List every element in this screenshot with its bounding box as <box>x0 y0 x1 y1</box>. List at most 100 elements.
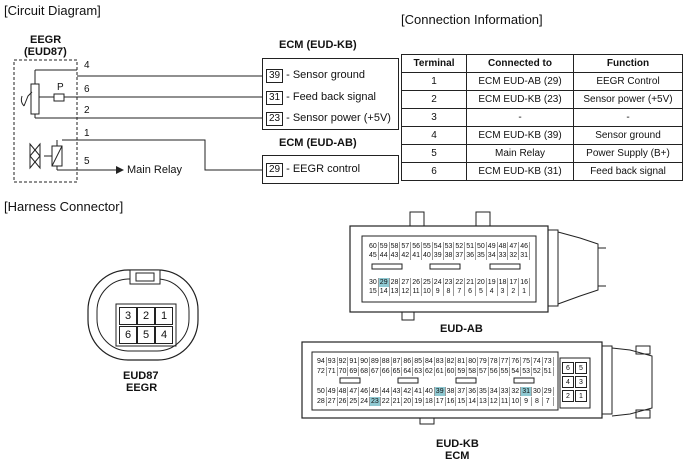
eud-ab-pin-12: 12 <box>401 287 412 296</box>
eud87-pin: 4 <box>155 326 173 344</box>
eud-ab-pin-5: 5 <box>476 287 487 296</box>
p-label: P <box>57 82 64 93</box>
eud-kb-pin-13: 13 <box>479 397 489 406</box>
eud-ab-pin-25: 25 <box>423 278 433 287</box>
eud-kb-pin-34: 34 <box>489 387 500 396</box>
eud-ab-pin-56: 56 <box>412 242 422 251</box>
table-row: 3-- <box>401 108 683 127</box>
eud-kb-pin-64: 64 <box>403 367 414 376</box>
eud-ab-pin-23: 23 <box>444 278 455 287</box>
eud-kb-side-pin-3: 3 <box>575 376 587 388</box>
eud-ab-pin-7: 7 <box>454 287 466 296</box>
eud-kb-pin-32: 32 <box>511 387 522 396</box>
eud-kb-pin-89: 89 <box>371 357 381 366</box>
eud-kb-pin-65: 65 <box>392 367 403 376</box>
eud-kb-pin-30: 30 <box>533 387 543 396</box>
eud-ab-pin-10: 10 <box>423 287 433 296</box>
eud-ab-pin-59: 59 <box>379 242 390 251</box>
eud-kb-pin-76: 76 <box>511 357 522 366</box>
eud-kb-pin-90: 90 <box>360 357 370 366</box>
eud-kb-pin-43: 43 <box>392 387 403 396</box>
eud-ab-pin-52: 52 <box>455 242 466 251</box>
eud-kb-pin-36: 36 <box>468 387 478 396</box>
eud-kb-pin-60: 60 <box>446 367 457 376</box>
eud-kb-pin-53: 53 <box>522 367 532 376</box>
eud-kb-pin-56: 56 <box>489 367 500 376</box>
eud-ab-pin-51: 51 <box>466 242 476 251</box>
eud-ab-pin-38: 38 <box>444 251 455 260</box>
eud-ab-pin-57: 57 <box>401 242 412 251</box>
eud-kb-pin-10: 10 <box>511 397 522 406</box>
ecm-ab-row-29: 29- EEGR control <box>266 163 360 177</box>
eud-ab-pin-27: 27 <box>401 278 412 287</box>
eud-kb-pin-92: 92 <box>338 357 349 366</box>
eud-ab-pin-44: 44 <box>379 251 390 260</box>
eud-ab-pin-3: 3 <box>498 287 509 296</box>
table-header: Terminal <box>401 54 467 73</box>
eud-kb-pin-82: 82 <box>446 357 457 366</box>
connection-info-title: [Connection Information] <box>401 12 543 27</box>
eud-kb-pin-29: 29 <box>543 387 554 396</box>
eud-kb-pin-27: 27 <box>327 397 338 406</box>
eud-ab-pin-1: 1 <box>519 287 530 296</box>
eud-kb-pin-7: 7 <box>543 397 554 406</box>
eud-kb-pin-44: 44 <box>381 387 392 396</box>
eud-ab-pin-60: 60 <box>369 242 379 251</box>
eud-ab-pin-49: 49 <box>487 242 498 251</box>
eud-ab-pin-15: 15 <box>369 287 379 296</box>
eud-kb-pin-42: 42 <box>403 387 414 396</box>
eegr-pin-2: 2 <box>84 105 90 116</box>
pin-31: 31 <box>266 91 284 105</box>
eud-ab-pin-2: 2 <box>508 287 520 296</box>
ecm-ab-title: ECM (EUD-AB) <box>279 137 357 149</box>
ecm-kb-row-39: 39- Sensor ground <box>266 69 365 83</box>
eud-ab-pin-54: 54 <box>433 242 444 251</box>
eud-ab-pin-34: 34 <box>487 251 498 260</box>
table-cell: 2 <box>401 90 467 109</box>
eud-kb-side-pin-4: 4 <box>562 376 574 388</box>
eud-kb-pin-25: 25 <box>349 397 360 406</box>
eud-kb-pin-69: 69 <box>349 367 360 376</box>
table-header: Function <box>573 54 683 73</box>
eud-ab-pin-17: 17 <box>509 278 520 287</box>
eud-kb-pin-39: 39 <box>434 387 446 396</box>
eud-kb-pin-12: 12 <box>489 397 500 406</box>
eud-ab-pin-55: 55 <box>423 242 433 251</box>
eud-kb-pin-17: 17 <box>435 397 446 406</box>
eud-ab-pin-16: 16 <box>520 278 530 287</box>
ecm-kb-label-31: - Feed back signal <box>286 91 377 103</box>
ecm-ab-box: 29- EEGR control <box>262 155 399 184</box>
eud87-label: EUD87 <box>123 370 159 382</box>
table-cell: 4 <box>401 126 467 145</box>
eud-kb-pin-46: 46 <box>360 387 370 396</box>
eud-ab-pin-37: 37 <box>455 251 466 260</box>
eegr-connector-label: EEGR <box>126 382 158 394</box>
ecm-kb-row-23: 23- Sensor power (+5V) <box>266 112 391 126</box>
eud-kb-pin-88: 88 <box>381 357 392 366</box>
ecm-kb-title: ECM (EUD-KB) <box>279 39 357 51</box>
eud-ab-pin-42: 42 <box>401 251 412 260</box>
table-cell: 6 <box>401 162 467 181</box>
eud-ab-pin-28: 28 <box>390 278 401 287</box>
eud-kb-pin-93: 93 <box>327 357 338 366</box>
eud-kb-pin-80: 80 <box>468 357 478 366</box>
eud-ab-pin-50: 50 <box>477 242 487 251</box>
eud-ab-pin-22: 22 <box>455 278 466 287</box>
eud-kb-pin-15: 15 <box>457 397 468 406</box>
eud-kb-pin-48: 48 <box>338 387 349 396</box>
eud-kb-side-pin-2: 2 <box>562 390 574 402</box>
eud87-pin-grid: 3 2 1 6 5 4 <box>116 304 176 346</box>
eud-kb-pin-83: 83 <box>435 357 446 366</box>
table-cell: Sensor power (+5V) <box>573 90 683 109</box>
eud87-pin: 1 <box>155 307 173 325</box>
harness-connector-title: [Harness Connector] <box>4 199 124 214</box>
eud-kb-pin-85: 85 <box>414 357 424 366</box>
eud-kb-pin-38: 38 <box>446 387 457 396</box>
eud-kb-pin-19: 19 <box>414 397 424 406</box>
table-cell: EEGR Control <box>573 72 683 91</box>
